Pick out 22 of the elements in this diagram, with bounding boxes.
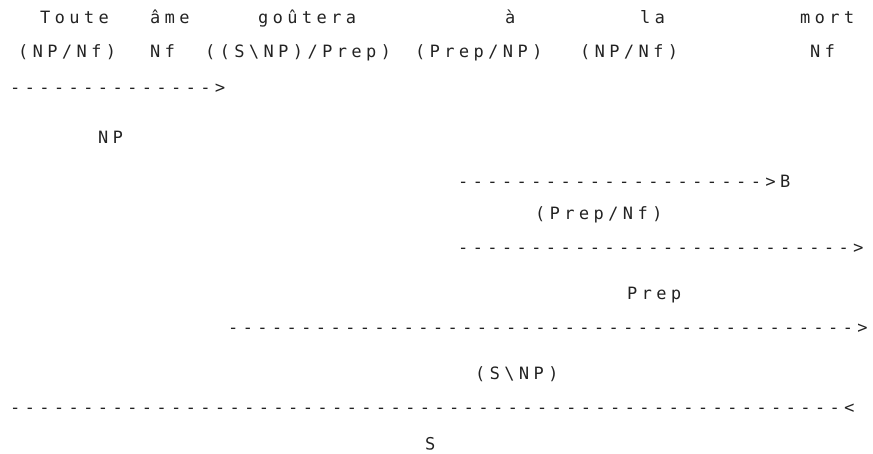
result-category: Prep bbox=[627, 284, 686, 304]
result-category: (S\NP) bbox=[475, 364, 563, 384]
word-label: Toute bbox=[40, 8, 114, 28]
derivation-line: --------------------->B bbox=[458, 172, 795, 192]
word-label: âme bbox=[150, 8, 194, 28]
derivation-line: ---------------------------------------------------------< bbox=[10, 398, 859, 418]
derivation-line: ---------------------------> bbox=[458, 238, 868, 258]
derivation-line: --------------> bbox=[10, 78, 230, 98]
word-label: goûtera bbox=[258, 8, 360, 28]
result-category: S bbox=[425, 434, 440, 454]
category-label: Nf bbox=[150, 42, 180, 62]
result-category: (Prep/Nf) bbox=[535, 204, 667, 224]
word-label: mort bbox=[800, 8, 859, 28]
result-category: NP bbox=[98, 128, 128, 148]
word-label: la bbox=[640, 8, 670, 28]
derivation-line: -------------------------------------------> bbox=[228, 318, 872, 338]
word-label: à bbox=[505, 8, 520, 28]
category-label: (NP/Nf) bbox=[18, 42, 120, 62]
category-label: Nf bbox=[810, 42, 840, 62]
category-label: (Prep/NP) bbox=[415, 42, 547, 62]
category-label: ((S\NP)/Prep) bbox=[205, 42, 396, 62]
category-label: (NP/Nf) bbox=[580, 42, 682, 62]
